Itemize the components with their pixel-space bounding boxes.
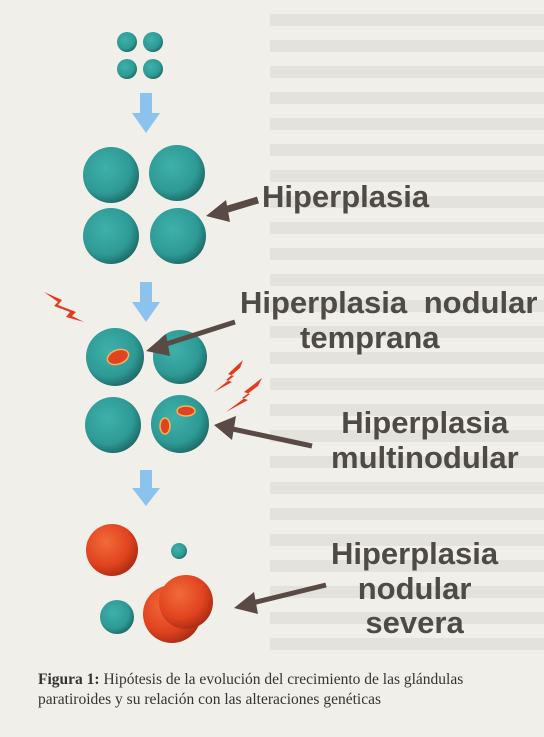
stage-hiperplasia — [83, 145, 206, 264]
figure-caption: Figura 1: Hipótesis de la evolución del … — [38, 670, 518, 710]
label-hiperplasia: Hiperplasia — [262, 180, 429, 215]
label-text: Hiperplasia — [341, 405, 508, 440]
label-text: multinodular — [331, 440, 519, 475]
nodule — [160, 418, 170, 434]
small-cell — [143, 59, 163, 79]
small-cell — [143, 32, 163, 52]
label-text: severa — [365, 605, 463, 640]
small-cell — [117, 32, 137, 52]
cell — [85, 397, 141, 453]
red-nodule — [86, 524, 138, 576]
down-arrow-icon — [132, 470, 160, 506]
down-arrow-icon — [132, 282, 160, 322]
label-nodular-severa: Hiperplasia nodular severa — [331, 537, 498, 641]
label-text: nodular — [358, 571, 472, 606]
cell — [100, 600, 134, 634]
caption-label: Figura 1: — [38, 671, 100, 688]
label-nodular-temprana: Hiperplasia nodular temprana — [240, 286, 537, 355]
nodule — [177, 406, 195, 416]
label-text: Hiperplasia — [331, 536, 498, 571]
label-multinodular: Hiperplasia multinodular — [331, 406, 519, 475]
stage-nodular-temprana — [85, 328, 209, 453]
lightning-bolt-icon — [226, 378, 262, 412]
caption-text: Hipótesis de la evolución del crecimient… — [38, 671, 463, 708]
stage-nodular-severa — [86, 524, 213, 643]
cell — [149, 145, 205, 201]
down-arrow-icon — [132, 93, 160, 133]
cell — [83, 147, 139, 203]
label-text: temprana — [240, 320, 440, 355]
pointer-arrow-icon — [206, 200, 258, 222]
small-cell — [117, 59, 137, 79]
pointer-arrow-icon — [214, 416, 312, 446]
lightning-bolt-icon — [44, 292, 84, 322]
pointer-arrow-icon — [234, 585, 326, 614]
cell — [83, 208, 139, 264]
lightning-bolt-icon — [214, 360, 243, 392]
label-text: Hiperplasia — [262, 179, 429, 214]
red-nodule — [159, 575, 213, 629]
stage-normal-cells — [117, 32, 163, 79]
small-cell — [171, 543, 187, 559]
cell — [150, 208, 206, 264]
label-text: Hiperplasia nodular — [240, 285, 537, 320]
